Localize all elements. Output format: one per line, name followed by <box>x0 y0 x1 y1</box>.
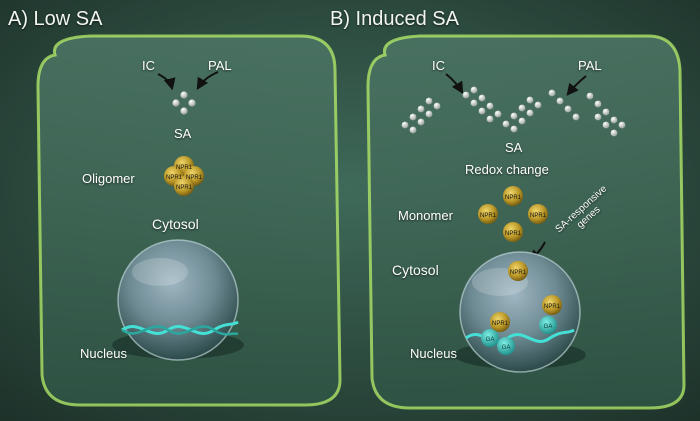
npr1-label: NPR1 <box>510 270 527 276</box>
ga-label: GA <box>486 337 495 343</box>
label-pal-low: PAL <box>208 58 232 73</box>
npr1-label: NPR1 <box>530 213 547 219</box>
sa-molecules-induced <box>401 86 626 137</box>
npr1-label: NPR1 <box>176 165 193 171</box>
arrow-ic-low <box>157 73 176 91</box>
label-redox-change: Redox change <box>465 162 549 177</box>
npr1-label: NPR1 <box>166 175 183 181</box>
panel-low-sa: NPR1 NPR1 NPR1 NPR1 <box>36 34 342 407</box>
label-pal-induced: PAL <box>578 58 602 73</box>
label-ic-induced: IC <box>432 58 445 73</box>
npr1-monomers: NPR1 NPR1 NPR1 NPR1 <box>478 186 548 242</box>
npr1-label: NPR1 <box>186 175 203 181</box>
nucleus-low <box>112 239 244 361</box>
arrow-pal-low <box>196 71 219 91</box>
cell-wall-low <box>36 34 342 407</box>
panel-induced-sa: NPR1 NPR1 NPR1 NPR1 NPR1 NPR1 NPR1 GA GA… <box>366 34 686 410</box>
label-monomer: Monomer <box>398 208 453 223</box>
label-nucleus-low: Nucleus <box>80 346 127 361</box>
arrow-pal-induced <box>566 75 587 96</box>
label-nucleus-induced: Nucleus <box>410 346 457 361</box>
label-ic-low: IC <box>142 58 155 73</box>
ga-label: GA <box>502 345 511 351</box>
label-sa-induced: SA <box>505 140 523 155</box>
sa-molecules-low <box>172 91 196 115</box>
cell-wall-induced <box>366 34 686 410</box>
panel-b-title: B) Induced SA <box>330 8 459 30</box>
npr1-label: NPR1 <box>544 304 561 310</box>
label-cytosol-induced: Cytosol <box>392 262 439 278</box>
npr1-label: NPR1 <box>176 185 193 191</box>
npr1-label: NPR1 <box>505 195 522 201</box>
npr1-label: NPR1 <box>480 213 497 219</box>
arrow-ic-induced <box>445 73 464 95</box>
ga-label: GA <box>544 324 553 330</box>
label-sa-low: SA <box>174 126 192 141</box>
label-oligomer: Oligomer <box>82 171 135 186</box>
npr1-label: NPR1 <box>505 231 522 237</box>
npr1-oligomer: NPR1 NPR1 NPR1 NPR1 <box>164 156 204 196</box>
panel-a-title: A) Low SA <box>8 8 103 30</box>
nucleus-induced: NPR1 NPR1 NPR1 GA GA GA <box>454 251 586 373</box>
label-cytosol-low: Cytosol <box>152 216 199 232</box>
npr1-label: NPR1 <box>492 321 509 327</box>
